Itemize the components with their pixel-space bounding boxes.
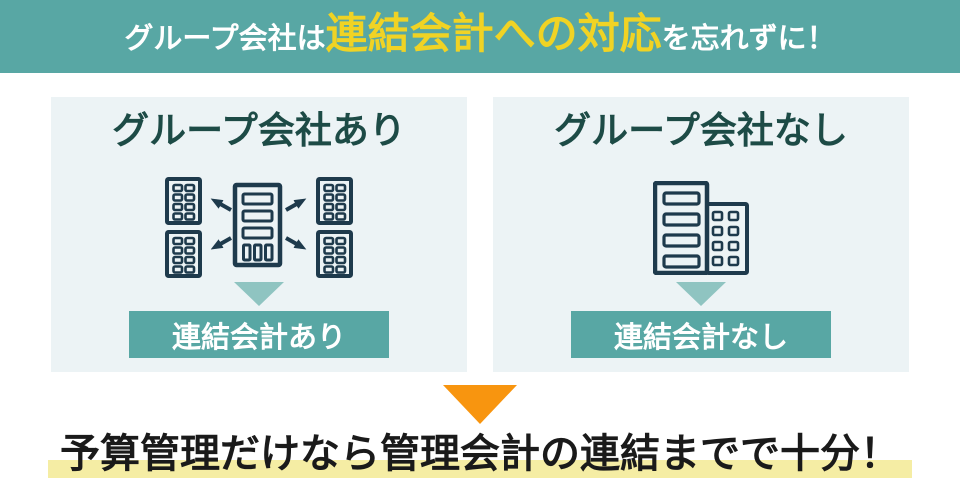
- comparison-panels: グループ会社あり: [0, 97, 960, 372]
- conclusion: 予算管理だけなら管理会計の連結までで十分！: [0, 430, 960, 478]
- subsidiary-building-icon: [165, 230, 202, 278]
- consolidation-label-no: 連結会計なし: [571, 311, 831, 358]
- banner-text-suffix: を忘れずに！: [661, 23, 836, 55]
- panel-title: グループ会社なし: [554, 110, 848, 151]
- single-company-icon: [652, 181, 749, 275]
- banner-text-highlight: 連結会計への対応: [325, 10, 662, 57]
- arrow-to-subsidiary-icon: [285, 236, 307, 250]
- subsidiary-building-icon: [165, 177, 202, 225]
- arrow-to-subsidiary-icon: [285, 198, 307, 212]
- panel-title: グループ会社あり: [112, 110, 406, 151]
- icon-area: [652, 177, 750, 279]
- annex-building-icon: [704, 202, 749, 275]
- main-building-icon: [652, 181, 709, 275]
- parent-company-building-icon: [232, 182, 283, 268]
- chevron-down-icon: [234, 282, 284, 306]
- chevron-down-icon: [676, 282, 726, 306]
- group-companies-icon: [165, 177, 353, 278]
- subsidiary-building-icon: [316, 230, 353, 278]
- conclusion-text: 予算管理だけなら管理会計の連結までで十分！: [48, 430, 912, 478]
- arrow-to-subsidiary-icon: [210, 198, 232, 212]
- icon-area: [165, 177, 353, 279]
- big-arrow-down-icon: [443, 385, 517, 424]
- arrow-to-subsidiary-icon: [210, 236, 232, 250]
- banner: グループ会社は連結会計への対応を忘れずに！: [0, 0, 960, 73]
- consolidation-label-yes: 連結会計あり: [129, 311, 389, 358]
- panel-group-companies-no: グループ会社なし: [493, 97, 909, 372]
- subsidiary-building-icon: [316, 177, 353, 225]
- banner-text-prefix: グループ会社は: [124, 23, 326, 55]
- panel-group-companies-yes: グループ会社あり: [51, 97, 467, 372]
